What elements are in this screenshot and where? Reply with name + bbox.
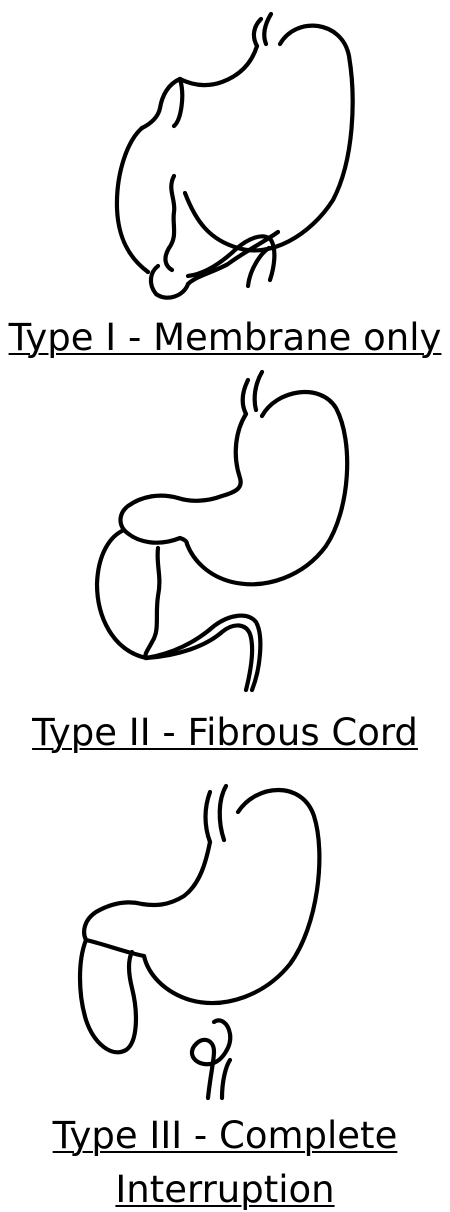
type-ii-stomach-illustration	[0, 360, 450, 700]
type-i-panel: Type I - Membrane only	[0, 0, 450, 360]
type-iii-label-line2: Interruption	[0, 1168, 450, 1212]
type-iii-stomach-illustration	[0, 760, 450, 1110]
type-iii-label-line1: Type III - Complete	[0, 1114, 450, 1158]
type-i-label: Type I - Membrane only	[0, 316, 450, 360]
type-iii-panel: Type III - Complete Interruption	[0, 760, 450, 1212]
type-ii-panel: Type II - Fibrous Cord	[0, 360, 450, 760]
type-ii-label: Type II - Fibrous Cord	[0, 711, 450, 755]
type-i-stomach-illustration	[0, 0, 450, 310]
